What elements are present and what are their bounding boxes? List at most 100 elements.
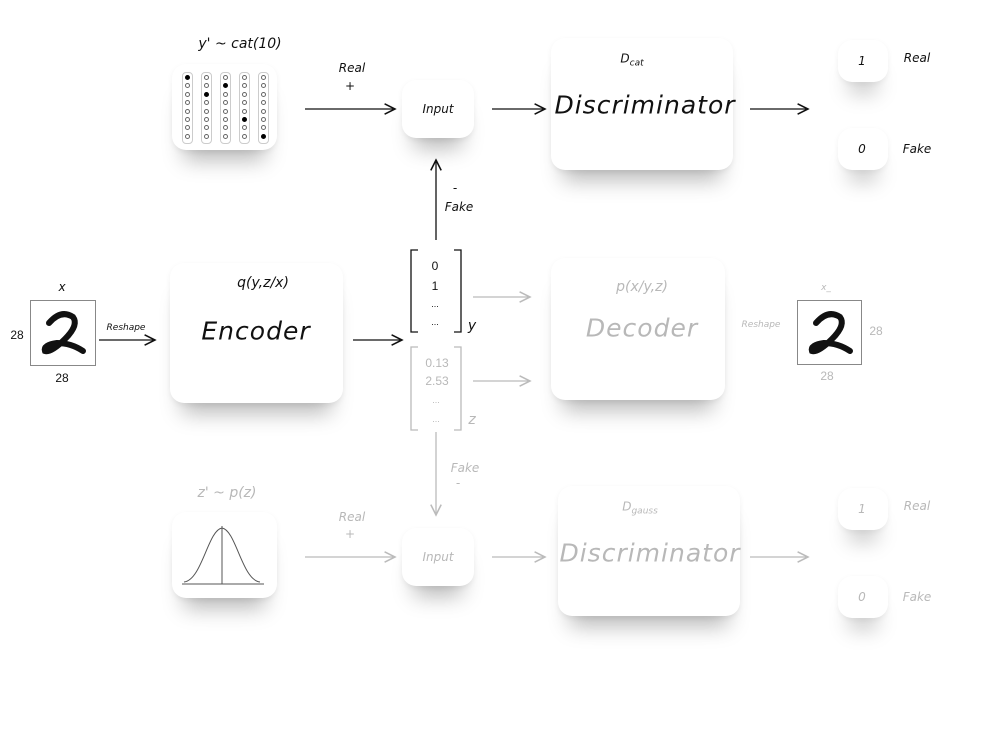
decoder-formula: p(x/y,z) (616, 279, 668, 295)
output-real-top-label: Real (903, 51, 931, 65)
one-hot-dot-active (241, 117, 247, 122)
one-hot-dot (203, 108, 209, 114)
y-value: ... (431, 317, 439, 327)
disc-subscript: cat (629, 58, 644, 69)
y-value: 1 (431, 279, 439, 293)
z-label: z (468, 412, 476, 428)
fake-label-top: Fake (444, 200, 474, 214)
discriminator-cat-box (551, 38, 733, 170)
xr-width-dim: 28 (820, 369, 834, 383)
x-width-dim: 28 (55, 371, 69, 385)
one-hot-column (182, 72, 193, 144)
z-bracket-left (410, 346, 418, 431)
discriminator-gauss-label: Discriminator (559, 538, 741, 568)
xr-height-dim: 28 (869, 324, 883, 338)
fake-label-mid: Fake (450, 461, 480, 475)
one-hot-column (220, 72, 231, 144)
z-value: ... (432, 395, 440, 405)
discriminator-cat-label: Discriminator (554, 90, 736, 120)
encoder-label: Encoder (201, 316, 311, 346)
y-label: y (467, 318, 477, 334)
one-hot-dot (260, 83, 266, 89)
z-value: 0.13 (425, 356, 449, 370)
one-hot-dot (260, 125, 266, 131)
one-hot-dot (203, 125, 209, 131)
output-fake-bottom-label: Fake (902, 590, 932, 604)
xr-label: x_ (821, 283, 831, 293)
one-hot-dot (260, 117, 266, 122)
encoder-formula: q(y,z/x) (237, 275, 289, 291)
plus-label-bottom: + (344, 527, 356, 541)
one-hot-dot (260, 91, 266, 97)
one-hot-dot-active (184, 75, 190, 80)
reshape2-label: Reshape (741, 320, 781, 330)
input-top-box (402, 80, 474, 138)
one-hot-dot (184, 133, 190, 139)
output-1-bottom: 1 (858, 502, 866, 516)
disc-gauss-symbol: Dgauss (622, 499, 658, 516)
real-label-top: Real (338, 61, 366, 75)
disc-symbol: D (622, 499, 632, 514)
one-hot-dot (260, 100, 266, 106)
discriminator-gauss-box (558, 486, 740, 616)
one-hot-dot (222, 125, 228, 131)
one-hot-dot (222, 91, 228, 97)
one-hot-dot (241, 125, 247, 131)
input-bottom-label: Input (422, 550, 454, 564)
one-hot-dot (203, 100, 209, 106)
output-real-bottom-label: Real (903, 499, 931, 513)
one-hot-dot (203, 133, 209, 139)
one-hot-column (201, 72, 212, 144)
decoder-label: Decoder (585, 313, 699, 343)
one-hot-dot (203, 117, 209, 122)
one-hot-dot (241, 133, 247, 139)
y-value: 0 (431, 259, 439, 273)
one-hot-dot (222, 133, 228, 139)
output-0-bottom: 0 (858, 590, 866, 604)
output-real-top-box (838, 40, 888, 82)
input-digit-image (30, 300, 96, 366)
categorical-prior-label: y' ~ cat(10) (198, 36, 282, 52)
z-value: ... (432, 414, 440, 424)
y-value: ... (431, 299, 439, 309)
one-hot-dot (184, 108, 190, 114)
digit-two-icon (41, 311, 86, 355)
one-hot-dot (203, 75, 209, 80)
gaussian-curve-icon (182, 526, 264, 585)
one-hot-dot (241, 100, 247, 106)
one-hot-dot (241, 75, 247, 80)
output-fake-bottom-box (838, 576, 888, 618)
z-value: 2.53 (425, 374, 449, 388)
input-bottom-box (402, 528, 474, 586)
one-hot-dot (222, 108, 228, 114)
input-top-label: Input (422, 102, 454, 116)
one-hot-dot (241, 91, 247, 97)
one-hot-column (258, 72, 269, 144)
one-hot-dot (260, 75, 266, 80)
output-1-top: 1 (858, 54, 866, 68)
y-bracket-left (410, 249, 418, 333)
reshape-label: Reshape (106, 323, 146, 333)
one-hot-dot (184, 91, 190, 97)
output-real-bottom-box (838, 488, 888, 530)
digit-two-icon (808, 311, 853, 355)
minus-label-mid: - (455, 476, 461, 490)
disc-cat-symbol: Dcat (620, 51, 643, 68)
one-hot-dot (241, 108, 247, 114)
one-hot-dot (222, 117, 228, 122)
disc-symbol: D (620, 51, 630, 66)
one-hot-dot (184, 125, 190, 131)
one-hot-dot-active (260, 133, 266, 139)
z-bracket-right (454, 346, 462, 431)
plus-label-top: + (344, 79, 356, 93)
one-hot-dot (184, 117, 190, 122)
disc-subscript: gauss (631, 506, 658, 517)
one-hot-dot (184, 100, 190, 106)
output-fake-top-label: Fake (902, 142, 932, 156)
minus-label-top: - (452, 181, 458, 195)
one-hot-dot (241, 83, 247, 89)
x-height-dim: 28 (10, 328, 24, 342)
one-hot-dot (184, 83, 190, 89)
x-label: x (58, 280, 66, 294)
